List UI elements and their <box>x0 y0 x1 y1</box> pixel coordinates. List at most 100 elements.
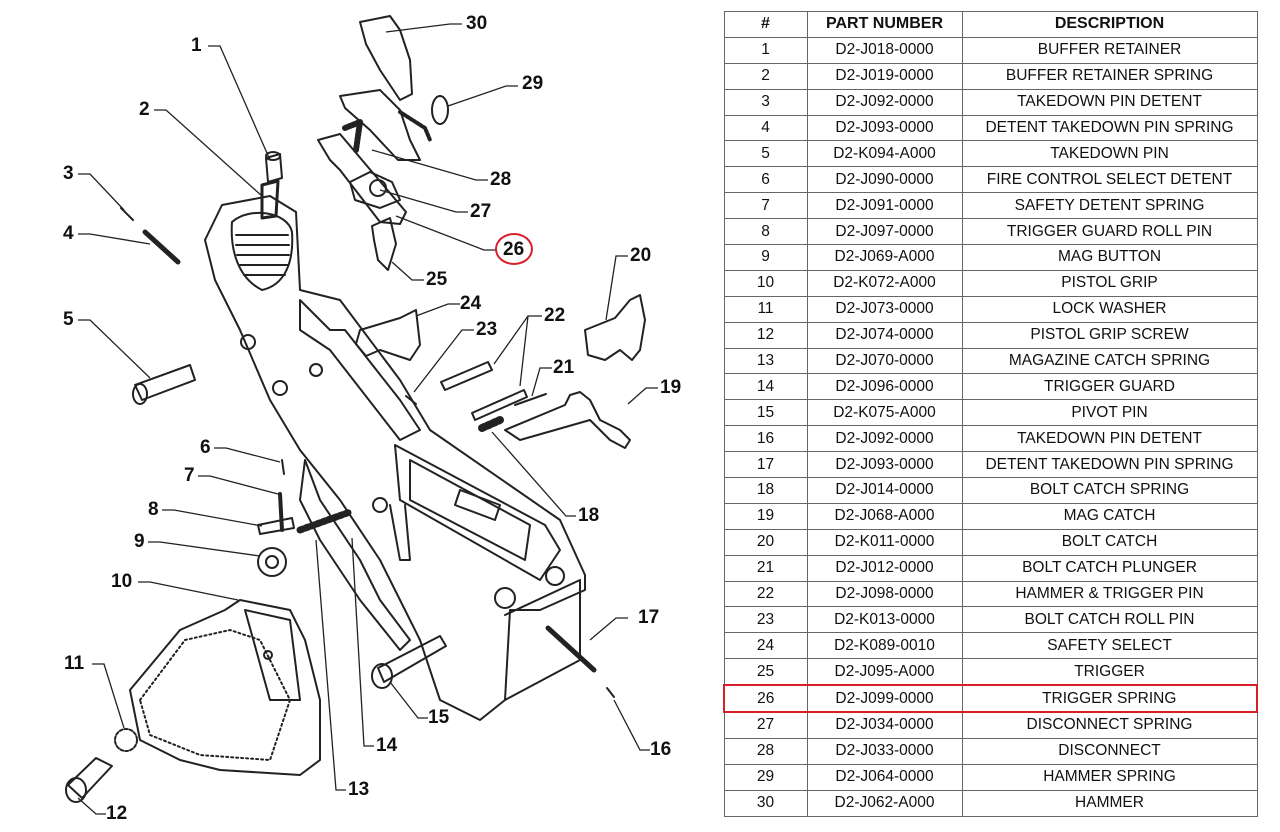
callout-24: 24 <box>460 293 482 314</box>
row-number: 15 <box>723 399 808 427</box>
row-description: MAG CATCH <box>961 502 1258 530</box>
callout-27: 27 <box>470 201 492 222</box>
exploded-parts-diagram: 1 2 3 4 5 6 7 8 9 10 11 12 13 14 15 16 1… <box>63 13 681 824</box>
row-description: PIVOT PIN <box>961 399 1258 427</box>
row-part-number: D2-J068-A000 <box>806 502 963 530</box>
callout-6: 6 <box>200 437 211 458</box>
row-part-number: D2-J095-A000 <box>806 658 963 686</box>
callout-23: 23 <box>476 319 498 340</box>
callout-4: 4 <box>63 223 74 244</box>
callout-5: 5 <box>63 309 74 330</box>
callout-10: 10 <box>111 571 133 592</box>
callout-12: 12 <box>106 803 128 824</box>
row-description: BUFFER RETAINER SPRING <box>961 62 1258 90</box>
row-description: SAFETY SELECT <box>961 632 1258 660</box>
callout-15: 15 <box>428 707 450 728</box>
callout-30: 30 <box>466 13 488 34</box>
row-number: 11 <box>723 295 808 323</box>
row-part-number: D2-J073-0000 <box>806 295 963 323</box>
row-description: TAKEDOWN PIN DETENT <box>961 425 1258 453</box>
row-description: HAMMER SPRING <box>961 763 1258 791</box>
row-description: TRIGGER GUARD <box>961 373 1258 401</box>
row-number: 4 <box>723 114 808 142</box>
row-number: 6 <box>723 166 808 194</box>
row-number: 2 <box>723 62 808 90</box>
header-part-number: PART NUMBER <box>806 11 963 38</box>
callout-22: 22 <box>544 305 566 326</box>
row-number: 5 <box>723 140 808 168</box>
row-description: PISTOL GRIP SCREW <box>961 321 1258 349</box>
row-part-number: D2-J097-0000 <box>806 218 963 246</box>
row-part-number: D2-J034-0000 <box>806 711 963 739</box>
row-number: 13 <box>723 347 808 375</box>
row-number: 9 <box>723 244 808 271</box>
callout-3: 3 <box>63 163 74 184</box>
row-part-number: D2-J098-0000 <box>806 580 963 608</box>
row-description: TAKEDOWN PIN <box>961 140 1258 168</box>
callout-16: 16 <box>650 739 672 760</box>
row-part-number: D2-J093-0000 <box>806 114 963 142</box>
row-description: BOLT CATCH PLUNGER <box>961 554 1258 582</box>
row-description: MAGAZINE CATCH SPRING <box>961 347 1258 375</box>
row-description: BUFFER RETAINER <box>961 36 1258 64</box>
row-part-number: D2-J062-A000 <box>806 789 963 817</box>
callout-13: 13 <box>348 779 370 800</box>
row-part-number: D2-K013-0000 <box>806 606 963 634</box>
row-number: 3 <box>723 88 808 116</box>
row-number: 23 <box>723 606 808 634</box>
row-number: 10 <box>723 269 808 297</box>
header-description: DESCRIPTION <box>961 11 1258 38</box>
row-number: 14 <box>723 373 808 401</box>
row-part-number: D2-J093-0000 <box>806 451 963 479</box>
callout-7: 7 <box>184 465 195 486</box>
row-description: DETENT TAKEDOWN PIN SPRING <box>961 451 1258 479</box>
row-description: DETENT TAKEDOWN PIN SPRING <box>961 114 1258 142</box>
row-part-number: D2-J070-0000 <box>806 347 963 375</box>
row-number: 24 <box>723 632 808 660</box>
row-part-number: D2-J090-0000 <box>806 166 963 194</box>
row-description: DISCONNECT <box>961 737 1258 765</box>
row-part-number: D2-K011-0000 <box>806 528 963 556</box>
row-part-number: D2-J091-0000 <box>806 192 963 220</box>
row-description: LOCK WASHER <box>961 295 1258 323</box>
row-part-number: D2-K072-A000 <box>806 269 963 297</box>
row-number: 21 <box>723 554 808 582</box>
row-number: 19 <box>723 502 808 530</box>
callout-9: 9 <box>134 531 145 552</box>
row-description: MAG BUTTON <box>961 244 1258 271</box>
row-number: 7 <box>723 192 808 220</box>
row-part-number: D2-K075-A000 <box>806 399 963 427</box>
callout-25: 25 <box>426 269 448 290</box>
row-part-number: D2-J033-0000 <box>806 737 963 765</box>
row-part-number: D2-J092-0000 <box>806 425 963 453</box>
row-description: DISCONNECT SPRING <box>961 711 1258 739</box>
row-number: 28 <box>723 737 808 765</box>
row-part-number: D2-J019-0000 <box>806 62 963 90</box>
callout-14: 14 <box>376 735 398 756</box>
callout-20: 20 <box>630 245 652 266</box>
row-number: 16 <box>723 425 808 453</box>
row-description: TRIGGER SPRING <box>961 684 1258 714</box>
row-part-number: D2-J099-0000 <box>806 684 963 714</box>
row-number: 25 <box>723 658 808 686</box>
callout-2: 2 <box>139 99 150 120</box>
row-part-number: D2-J014-0000 <box>806 477 963 504</box>
row-part-number: D2-J074-0000 <box>806 321 963 349</box>
row-part-number: D2-K094-A000 <box>806 140 963 168</box>
